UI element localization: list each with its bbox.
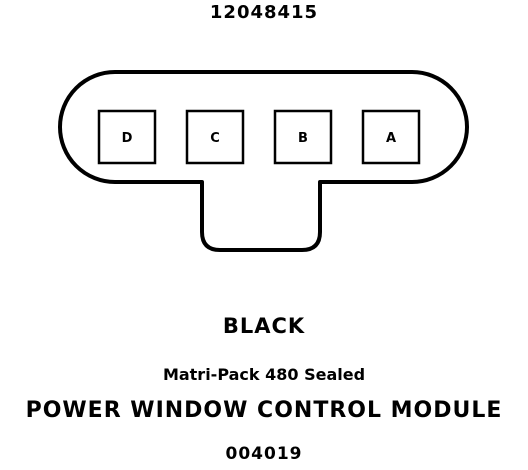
- connector-color: BLACK: [222, 314, 306, 338]
- pin-cavity-b: [273, 109, 333, 165]
- component-name: POWER WINDOW CONTROL MODULE: [25, 398, 503, 423]
- part-number: 12048415: [209, 2, 319, 23]
- connector-housing-outline: [58, 70, 469, 252]
- pin-cavity-d: [97, 109, 157, 165]
- pin-cavity-a: [361, 109, 421, 165]
- figure-number: 004019: [225, 444, 303, 464]
- pin-label-b: B: [298, 131, 308, 146]
- pin-cavity-c: [185, 109, 245, 165]
- pin-label-a: A: [386, 131, 396, 146]
- pin-label-d: D: [122, 131, 133, 146]
- connector-face-drawing: D C B A: [58, 70, 469, 252]
- connector-type: Matri-Pack 480 Sealed: [162, 365, 366, 384]
- pin-label-c: C: [210, 131, 220, 146]
